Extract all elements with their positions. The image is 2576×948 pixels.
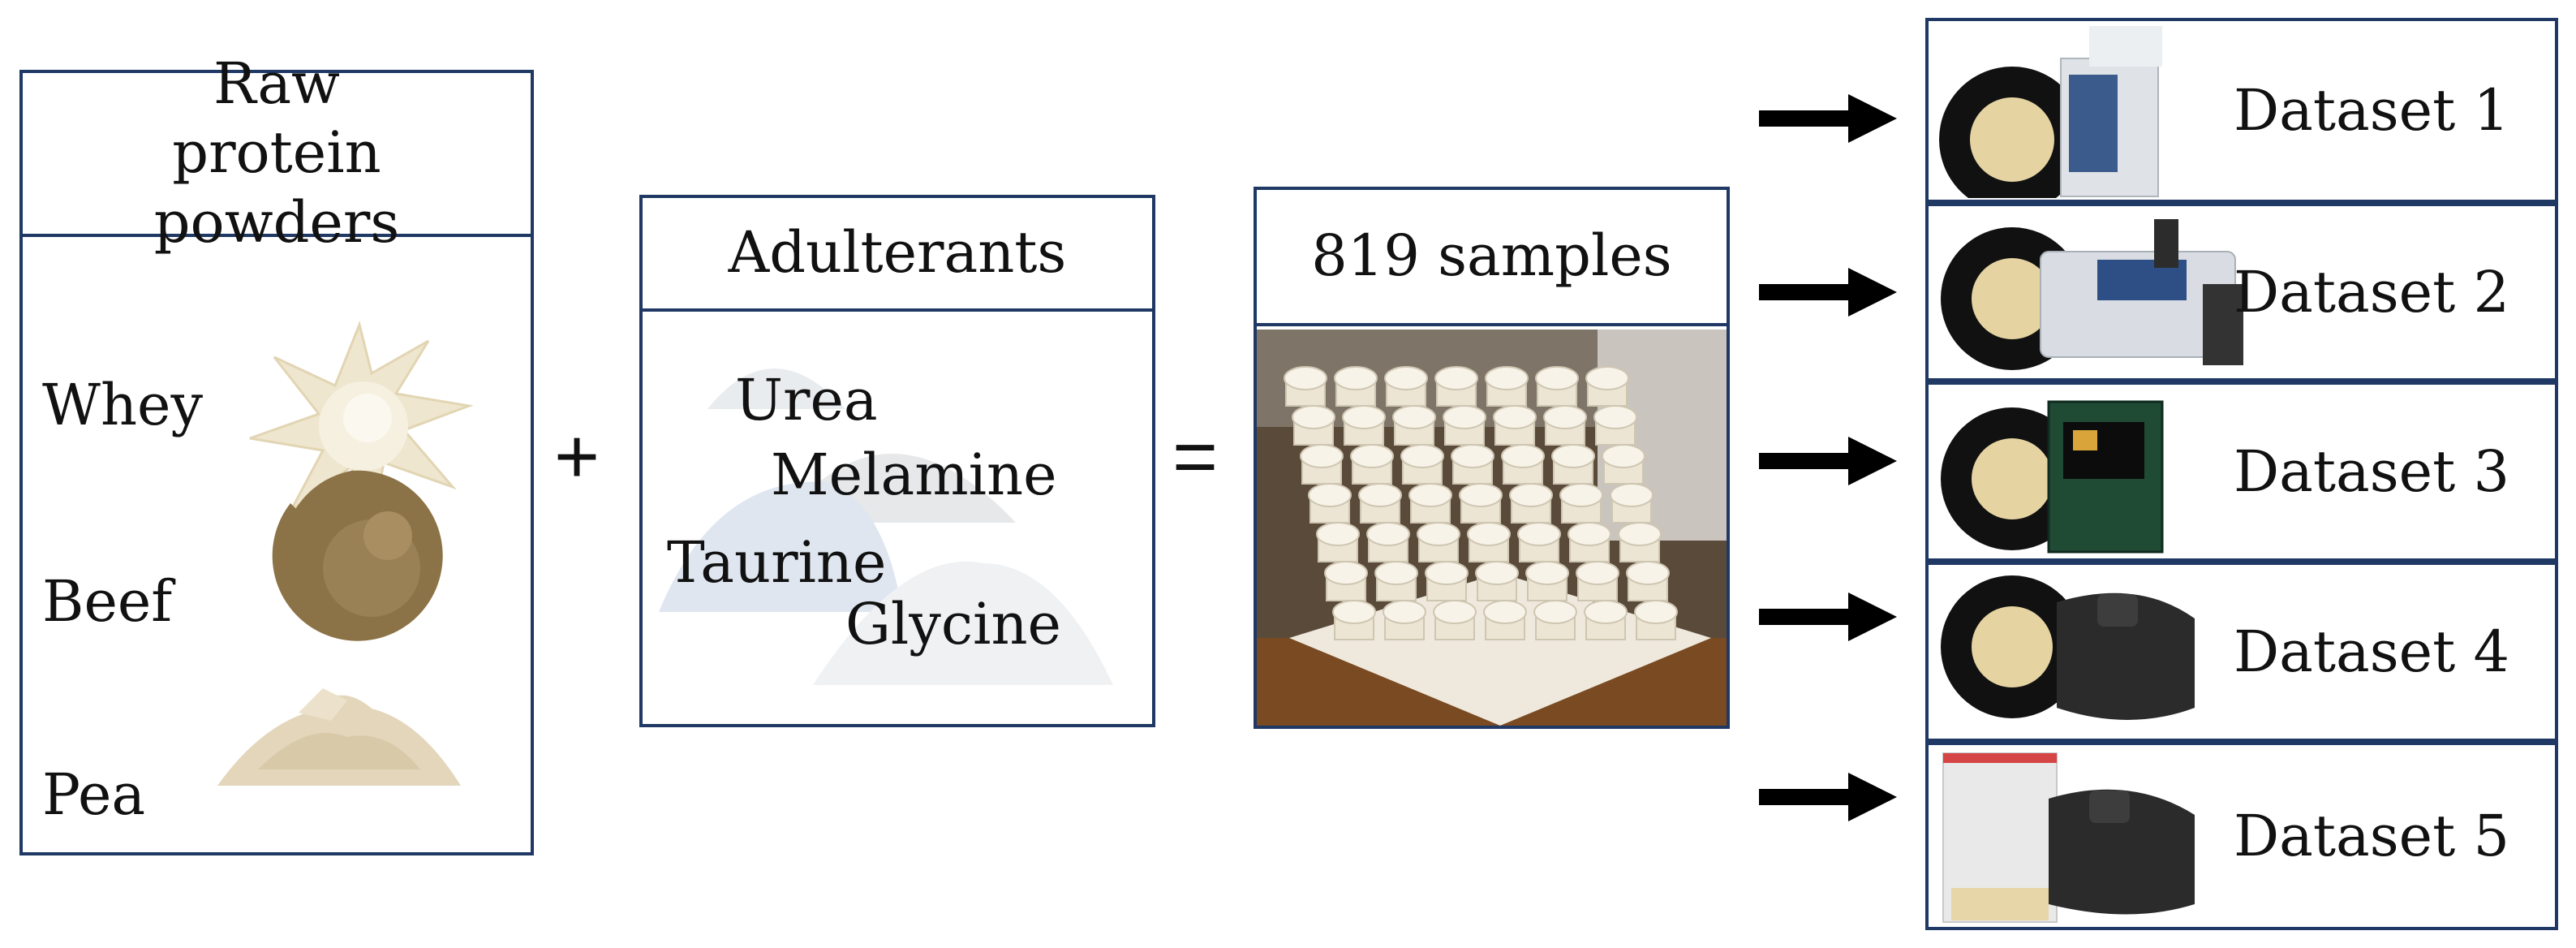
arrow-to-dataset-3	[1759, 437, 1897, 485]
dataset-5-box: Dataset 5	[1925, 742, 2558, 930]
sample-jars-photo	[1257, 330, 1727, 726]
dataset-3-box: Dataset 3	[1925, 381, 2558, 562]
spectrometer-green-analyzer-image	[1941, 400, 2164, 554]
dataset-2-box: Dataset 2	[1925, 203, 2558, 381]
arrow-to-dataset-1	[1759, 94, 1897, 143]
beef-powder-image	[272, 470, 443, 641]
spectrometer-benchtop-image	[1939, 26, 2162, 198]
arrow-to-dataset-5	[1759, 773, 1897, 821]
handheld-spectrometer-image	[1941, 575, 2195, 720]
dataset-4-box: Dataset 4	[1925, 562, 2558, 742]
dataset-3-label: Dataset 3	[2234, 438, 2509, 505]
pea-powder-image	[217, 688, 461, 786]
arrow-to-dataset-4	[1759, 592, 1897, 641]
adulterants-title: Adulterants	[643, 198, 1152, 312]
raw-protein-title: Raw protein powders	[23, 50, 531, 256]
equals-sign: =	[1172, 413, 1219, 500]
spectrometer-ft-nir-image	[1941, 219, 2243, 370]
pea-label: Pea	[42, 761, 146, 828]
dataset-1-label: Dataset 1	[2234, 77, 2509, 144]
taurine-label: Taurine	[667, 529, 887, 596]
urea-label: Urea	[735, 367, 878, 433]
plus-sign: +	[554, 413, 600, 500]
dataset-5-label: Dataset 5	[2234, 803, 2509, 869]
beef-label: Beef	[42, 568, 173, 635]
adulterant-powders-image	[659, 368, 1113, 685]
arrow-to-dataset-2	[1759, 268, 1897, 317]
dataset-1-box: Dataset 1	[1925, 18, 2558, 203]
whey-label: Whey	[42, 372, 204, 438]
samples-box: 819 samples	[1254, 187, 1730, 729]
handheld-with-bag-image	[1942, 752, 2195, 923]
samples-title: 819 samples	[1257, 190, 1727, 326]
raw-protein-box: Raw protein powders Whey Beef Pea	[19, 50, 534, 855]
dataset-4-label: Dataset 4	[2234, 618, 2509, 685]
adulterants-box: Adulterants Urea Melamine Taurine Glycin…	[639, 195, 1155, 727]
dataset-2-label: Dataset 2	[2234, 259, 2509, 325]
melamine-label: Melamine	[771, 442, 1057, 508]
glycine-label: Glycine	[845, 591, 1061, 657]
